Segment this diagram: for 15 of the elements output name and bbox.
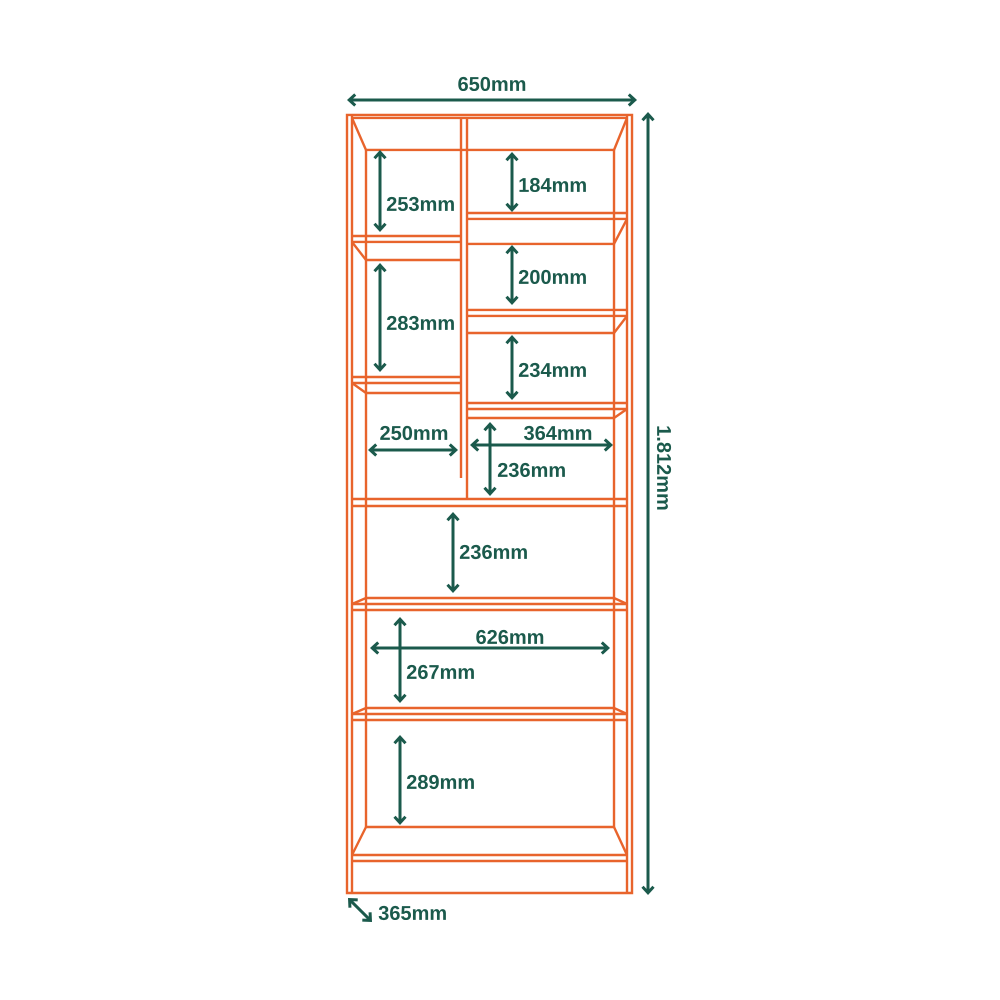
dimension-label: 236mm [498, 462, 565, 478]
dimension-label: 365mm [378, 906, 446, 920]
dimension-label: 250mm [380, 426, 448, 440]
dimension-label: 253mm [386, 196, 454, 212]
dimension-label: 234mm [518, 362, 586, 378]
dimension-label: 184mm [519, 178, 586, 192]
dimension-label: 267mm [406, 664, 474, 680]
dimension-label: 1.812mm [656, 426, 672, 510]
dimension-label: 626mm [476, 630, 544, 644]
dimension-label: 364mm [524, 426, 592, 440]
dimension-label: 200mm [518, 270, 586, 284]
dimension-label: 236mm [460, 544, 527, 560]
dimension-label: 650mm [458, 76, 526, 92]
dimension-label: 289mm [406, 774, 474, 790]
dimension-label: 283mm [386, 316, 454, 330]
